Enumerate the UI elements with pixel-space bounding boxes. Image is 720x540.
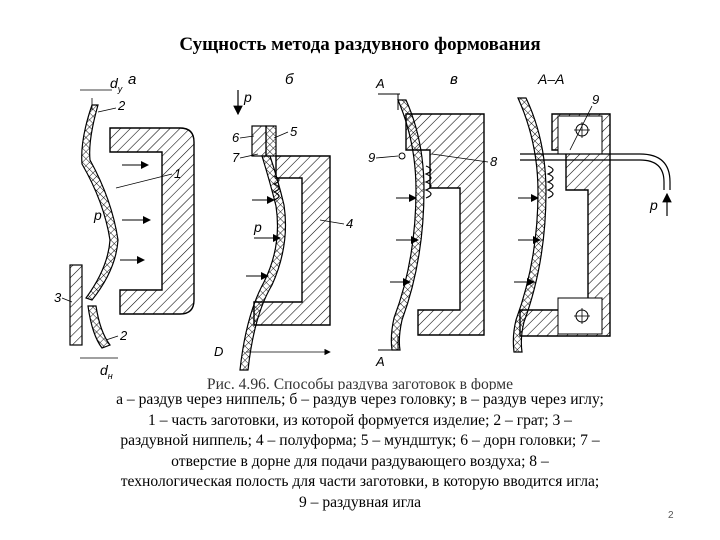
label-2-bottom: 2 [119, 328, 128, 343]
panel-b: б p 6 7 5 p 4 D [214, 71, 353, 371]
blow-nipple-a [69, 264, 83, 346]
label-p-b-top: p [243, 89, 252, 105]
label-p-a: p [93, 207, 102, 223]
label-dy: d [110, 75, 119, 91]
label-dn-sub: н [108, 371, 113, 380]
panel-section: А–А p 9 [512, 71, 672, 353]
svg-text:dу: dу [110, 75, 123, 94]
mold-half-c [405, 113, 485, 336]
parison-a [81, 104, 119, 301]
label-9-c: 9 [368, 150, 375, 165]
needle-hole-c [398, 152, 406, 160]
mandrel-head-b [251, 125, 267, 157]
label-D: D [214, 344, 223, 359]
label-dn: d [100, 362, 109, 378]
mold-half-b [253, 155, 331, 326]
figure-caption: Рис. 4.96. Способы раздува заготовок в ф… [30, 372, 690, 513]
label-p-b: p [253, 219, 262, 235]
panel-label-section: А–А [537, 71, 564, 87]
label-1: 1 [174, 166, 181, 181]
label-p-section: p [649, 197, 658, 213]
label-4: 4 [346, 216, 353, 231]
label-dy-sub: у [117, 84, 123, 94]
caption-line-3: 1 – часть заготовки, из которой формуетс… [148, 411, 572, 429]
label-6: 6 [232, 130, 240, 145]
caption-line-7: 9 – раздувная игла [298, 493, 422, 511]
page-number: 2 [668, 510, 674, 521]
caption-line-5: отверстие в дорне для подачи раздувающег… [171, 452, 549, 470]
panel-a: а p dу 2 1 3 2 dн [54, 71, 195, 380]
label-A-top: A [375, 76, 385, 91]
panel-c: в A 9 8 A [368, 71, 498, 369]
label-9-section: 9 [592, 92, 599, 107]
label-7: 7 [232, 150, 240, 165]
blow-molding-figure: а p dу 2 1 3 2 dн б p 6 [54, 71, 672, 380]
parison-b [239, 155, 287, 371]
panel-label-c: в [450, 71, 458, 88]
panel-label-b: б [285, 71, 294, 88]
caption-line-4: раздувной ниппель; 4 – полуформа; 5 – му… [120, 432, 600, 449]
label-2-top: 2 [117, 98, 126, 113]
label-A-bottom: A [375, 354, 385, 369]
label-8: 8 [490, 154, 498, 169]
die-b [265, 125, 277, 157]
svg-text:dн: dн [100, 362, 113, 380]
panel-label-a: а [128, 71, 136, 88]
flash-bottom-a [87, 305, 111, 349]
caption-line-2: а – раздув через ниппель; б – раздув чер… [116, 391, 604, 408]
caption-heading: Рис. 4.96. Способы раздува заготовок в ф… [206, 376, 514, 390]
mold-half-a [109, 127, 195, 315]
slide-title: Сущность метода раздувного формования [179, 34, 541, 55]
caption-line-6: технологическая полость для части загото… [120, 473, 600, 490]
label-5: 5 [290, 124, 298, 139]
label-3: 3 [54, 290, 62, 305]
parison-section [512, 97, 547, 353]
